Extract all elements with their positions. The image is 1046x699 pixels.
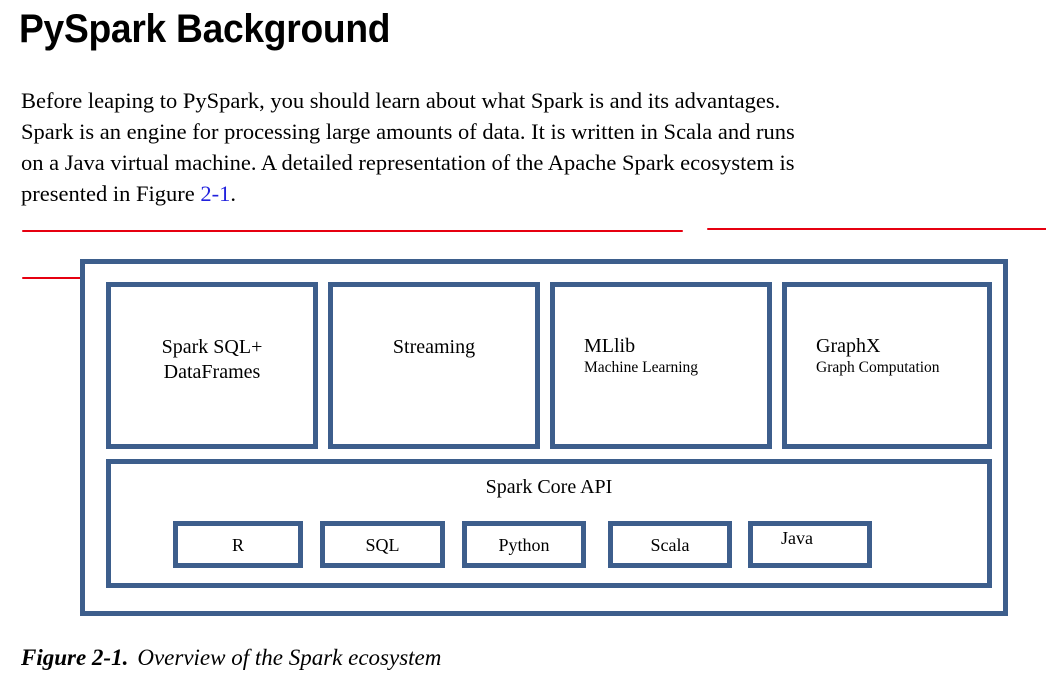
red-underline-annotation-2 [707, 228, 1046, 230]
module-row: Spark SQL+ DataFrames Streaming MLlib Ma… [106, 282, 992, 449]
page-title: PySpark Background [19, 7, 391, 51]
module-title-mllib: MLlib [584, 335, 636, 357]
paragraph-period: . [230, 181, 236, 206]
language-box-r: R [173, 521, 303, 568]
body-paragraph: Before leaping to PySpark, you should le… [21, 85, 1046, 279]
module-title-graphx: GraphX [816, 335, 881, 357]
language-box-java: Java [748, 521, 872, 568]
paragraph-line-1: Before leaping to PySpark, you should le… [21, 88, 781, 113]
red-underline-annotation-1 [22, 230, 683, 232]
language-box-python: Python [462, 521, 586, 568]
language-box-sql: SQL [320, 521, 445, 568]
language-label-sql: SQL [365, 535, 400, 555]
language-row: R SQL Python Scala Java [111, 464, 987, 583]
module-box-streaming: Streaming [328, 282, 540, 449]
module-title-line-2: DataFrames [163, 361, 261, 383]
module-label-streaming: Streaming [392, 336, 476, 358]
module-box-graphx: GraphX Graph Computation [782, 282, 992, 449]
paragraph-line-4: presented in Figure 2-1. [21, 178, 1033, 209]
language-label-java: Java [781, 528, 813, 548]
paragraph-line-2: Spark is an engine for processing large … [21, 119, 795, 144]
paragraph-line-3: on a Java virtual machine. A detailed re… [21, 150, 795, 175]
spark-ecosystem-diagram: Spark SQL+ DataFrames Streaming MLlib Ma… [80, 259, 1008, 616]
language-label-scala: Scala [650, 535, 690, 555]
module-box-mllib: MLlib Machine Learning [550, 282, 772, 449]
spark-core-api-label: Spark Core API [485, 476, 613, 498]
paragraph-line-4-text: presented in Figure [21, 181, 201, 206]
language-label-r: R [231, 535, 244, 555]
figure-caption-number: Figure 2-1. [21, 645, 129, 670]
figure-caption: Figure 2-1. Overview of the Spark ecosyst… [21, 645, 441, 671]
module-box-spark-sql: Spark SQL+ DataFrames [106, 282, 318, 449]
figure-caption-text: Overview of the Spark ecosystem [137, 645, 442, 670]
module-title-line-1: Spark SQL+ [161, 336, 263, 358]
spark-core-api-box: Spark Core API R SQL Python Scala Java [106, 459, 992, 588]
figure-cross-reference[interactable]: 2-1 [200, 181, 231, 206]
module-subtitle-mllib: Machine Learning [584, 359, 699, 376]
language-box-scala: Scala [608, 521, 732, 568]
module-label-graphx: GraphX Graph Computation [816, 335, 940, 379]
module-subtitle-graphx: Graph Computation [816, 359, 940, 376]
language-label-python: Python [498, 535, 550, 555]
module-label-spark-sql: Spark SQL+ DataFrames [111, 335, 313, 385]
module-label-mllib: MLlib Machine Learning [584, 335, 698, 379]
